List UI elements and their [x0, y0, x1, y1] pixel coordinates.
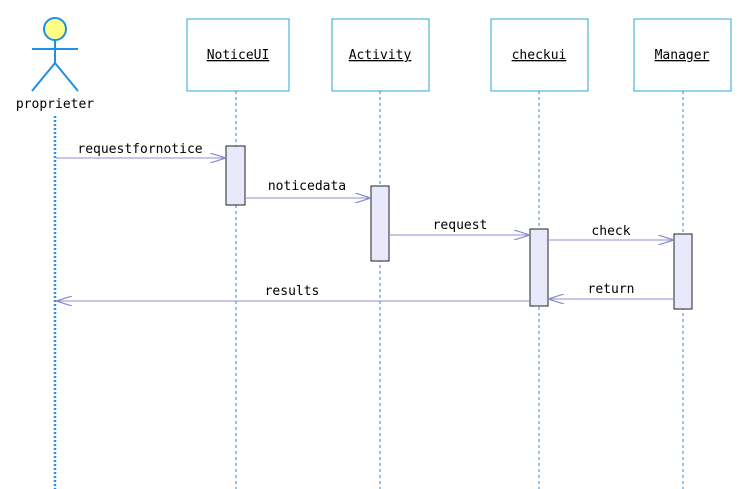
message-check: check [548, 224, 674, 240]
lifeline-box-checkui [490, 18, 589, 92]
message-label: noticedata [268, 179, 346, 194]
activation-bar-checkui [529, 228, 549, 307]
message-label: request [433, 218, 488, 233]
lifeline-title-checkui: checkui [512, 48, 567, 63]
activation-bar-activity [370, 185, 390, 262]
message-return: return [548, 282, 674, 299]
actor-proprieter: proprieter [16, 17, 94, 489]
message-noticedata: noticedata [245, 179, 371, 198]
lifeline-box-manager [633, 18, 732, 92]
message-label: check [591, 224, 630, 239]
lifeline-checkui: checkui [490, 18, 589, 489]
lifeline-manager: Manager [633, 18, 732, 489]
message-label: return [588, 282, 635, 297]
message-results: results [56, 284, 530, 301]
lifeline-notice-ui: NoticeUI [186, 18, 290, 489]
lifeline-box-notice-ui [186, 18, 290, 92]
lifeline-title-notice-ui: NoticeUI [207, 48, 270, 63]
actor-left-leg [31, 62, 56, 92]
lifeline-title-activity: Activity [349, 48, 412, 63]
actor-head [43, 17, 67, 41]
message-label: results [265, 284, 320, 299]
activation-bar-manager [673, 233, 693, 310]
message-request: request [389, 218, 530, 235]
activation-bar-notice-ui [225, 145, 246, 206]
message-label: requestfornotice [77, 142, 202, 157]
actor-right-leg [54, 62, 79, 92]
lifeline-title-manager: Manager [655, 48, 710, 63]
message-requestfornotice: requestfornotice [56, 142, 226, 158]
lifeline-box-activity [331, 18, 430, 92]
actor-label: proprieter [16, 97, 94, 112]
lifeline-activity: Activity [331, 18, 430, 489]
